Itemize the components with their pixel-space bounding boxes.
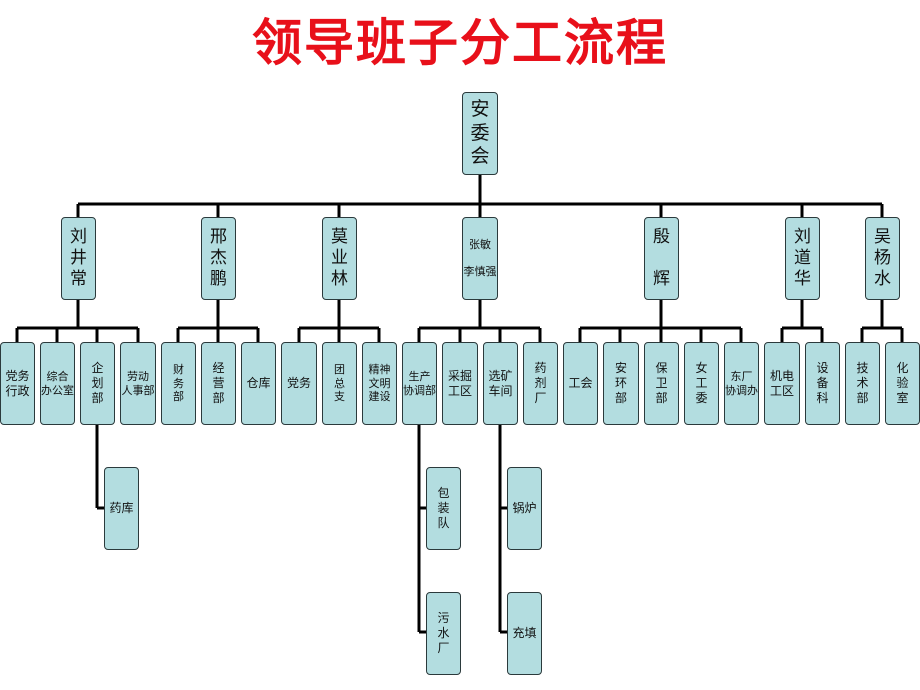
node-zhangmin-lishenqiang[interactable]: 张敏 李慎强 [462, 217, 498, 300]
node-xuankuang-chejian[interactable]: 选矿 车间 [483, 342, 518, 425]
node-yaojichang[interactable]: 药 剂 厂 [523, 342, 558, 425]
node-laodong-renshibu[interactable]: 劳动 人事部 [120, 342, 156, 425]
node-tuanzongzhi[interactable]: 团 总 支 [322, 342, 357, 425]
node-huayanshi[interactable]: 化 验 室 [885, 342, 920, 425]
node-zonghe-bangongshi[interactable]: 综合 办公室 [40, 342, 75, 425]
node-wu-yangshui[interactable]: 吴 杨 水 [865, 217, 900, 300]
node-shengchan-xietiaobu[interactable]: 生产 协调部 [402, 342, 437, 425]
node-yaoku[interactable]: 药库 [104, 467, 139, 550]
node-gonghui[interactable]: 工会 [563, 342, 598, 425]
node-anhuanbu[interactable]: 安 环 部 [603, 342, 639, 425]
node-baoweibu[interactable]: 保 卫 部 [644, 342, 679, 425]
node-jidian-gongqu[interactable]: 机电 工区 [764, 342, 800, 425]
node-xing-jiepeng[interactable]: 邢 杰 鹏 [201, 217, 236, 300]
node-caijue-gongqu[interactable]: 采掘 工区 [442, 342, 478, 425]
chart-title: 领导班子分工流程 [252, 13, 668, 72]
node-baozhuangdui[interactable]: 包 装 队 [426, 467, 461, 550]
node-jishubu[interactable]: 技 术 部 [845, 342, 880, 425]
node-wushuichang[interactable]: 污 水 厂 [426, 592, 461, 675]
node-liu-daohua[interactable]: 刘 道 华 [785, 217, 820, 300]
node-liu-jingchang[interactable]: 刘 井 常 [61, 217, 96, 300]
node-dangwu-xingzheng[interactable]: 党务 行政 [0, 342, 35, 425]
node-guolu[interactable]: 锅炉 [507, 467, 542, 550]
node-dongchang-xietiaoban[interactable]: 东厂 协调办 [724, 342, 759, 425]
node-jingyingbu[interactable]: 经 营 部 [201, 342, 236, 425]
node-anweihui[interactable]: 安 委 会 [462, 92, 498, 175]
node-dangwu[interactable]: 党务 [281, 342, 317, 425]
node-chongtian[interactable]: 充填 [507, 592, 542, 675]
node-cangku[interactable]: 仓库 [241, 342, 276, 425]
node-jingshen-wenming-jianshe[interactable]: 精神 文明 建设 [362, 342, 397, 425]
node-shebeike[interactable]: 设 备 科 [805, 342, 840, 425]
node-nvgongwei[interactable]: 女 工 委 [684, 342, 719, 425]
node-caiwubu[interactable]: 财 务 部 [161, 342, 196, 425]
node-qihuabu[interactable]: 企 划 部 [80, 342, 115, 425]
node-yin-hui[interactable]: 殷 辉 [644, 217, 679, 300]
node-mo-yelin[interactable]: 莫 业 林 [322, 217, 357, 300]
